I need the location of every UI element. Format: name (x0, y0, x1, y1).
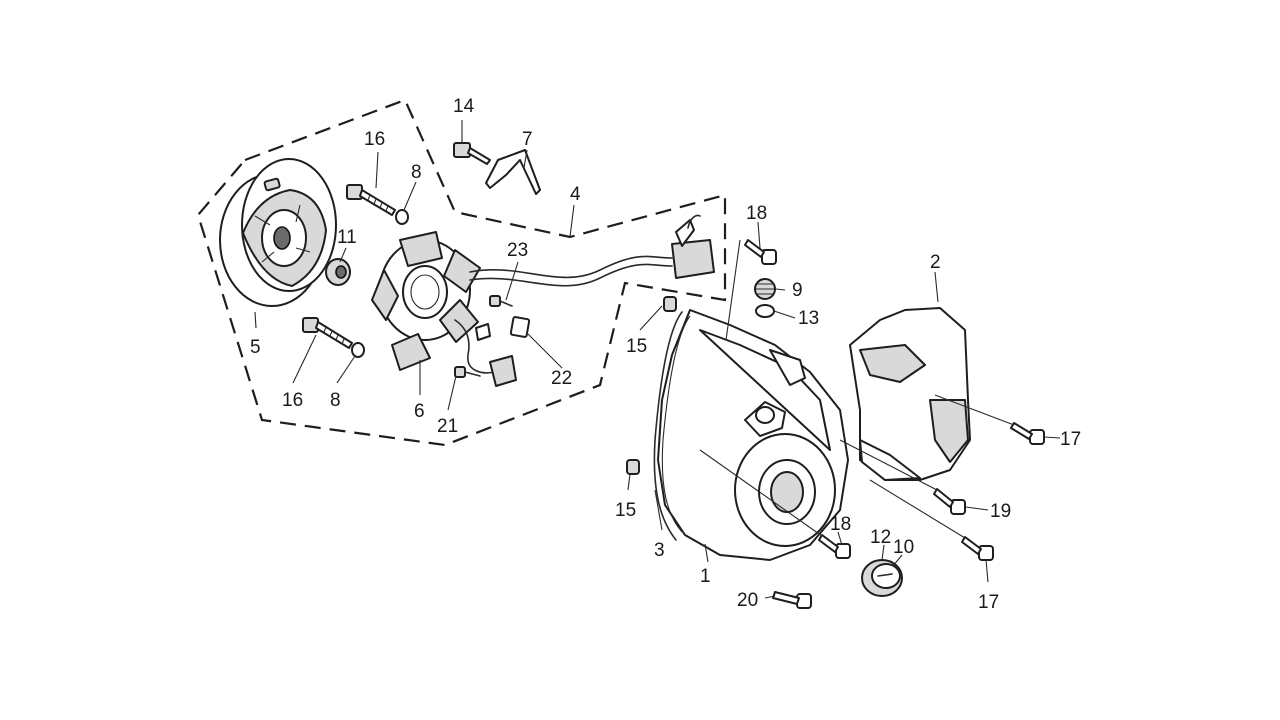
flywheel-rotor (219, 158, 337, 307)
callout-17-upper: 17 (1060, 429, 1081, 450)
washer-8-upper (395, 209, 409, 225)
gasket-3 (653, 311, 683, 541)
callout-11: 11 (337, 227, 357, 248)
o-ring-13 (755, 304, 775, 318)
pickup-sensor (475, 323, 517, 387)
leader-lines (254, 120, 1061, 599)
bolt-17-lower (961, 536, 994, 561)
wire-to-sensor (454, 319, 496, 374)
bolt-16-upper (346, 184, 396, 216)
wiring-harness (469, 255, 673, 279)
callout-16-lower: 16 (282, 390, 303, 411)
clamp-22 (509, 316, 531, 338)
callout-21: 21 (437, 416, 458, 437)
crankcase-cover-1 (657, 309, 849, 561)
callout-7: 7 (522, 129, 533, 150)
stator-6 (371, 231, 481, 371)
callout-14: 14 (453, 96, 475, 117)
outer-cover-2 (849, 307, 971, 481)
bolt-19 (933, 488, 966, 515)
bolt-18-upper (744, 239, 777, 265)
callout-1: 1 (700, 566, 711, 587)
callout-5: 5 (250, 337, 261, 358)
bolt-14 (453, 142, 491, 165)
callout-18-lower: 18 (830, 514, 851, 535)
callout-10: 10 (893, 537, 914, 558)
nut-11 (325, 258, 351, 286)
callout-labels: 14 7 16 8 4 11 23 5 16 8 6 21 22 18 9 13… (250, 96, 1081, 613)
bolt-18-lower (818, 534, 851, 559)
callout-20: 20 (737, 590, 758, 611)
bracket-7 (485, 149, 541, 195)
dowel-pin-15-upper (663, 296, 677, 312)
washer-8-lower (351, 342, 365, 358)
callout-18-upper: 18 (746, 203, 767, 224)
callout-8-upper: 8 (411, 162, 422, 183)
callout-15-upper: 15 (626, 336, 647, 357)
callout-9: 9 (792, 280, 803, 301)
screw-21 (454, 366, 481, 378)
wire-connector (671, 214, 715, 279)
callout-16-upper: 16 (364, 129, 385, 150)
callout-3: 3 (654, 540, 665, 561)
cap-10 (861, 559, 903, 597)
screw-23 (489, 295, 513, 307)
callout-8-lower: 8 (330, 390, 341, 411)
callout-13: 13 (798, 308, 819, 329)
callout-22: 22 (551, 368, 572, 389)
dowel-pin-15-lower (626, 459, 640, 475)
bolt-20 (772, 591, 812, 609)
callout-6: 6 (414, 401, 425, 422)
plug-9 (754, 278, 776, 300)
callout-17-lower: 17 (978, 592, 999, 613)
bolt-16-lower (302, 317, 353, 349)
callout-15-lower: 15 (615, 500, 636, 521)
callout-4: 4 (570, 184, 581, 205)
callout-12: 12 (870, 527, 891, 548)
bolt-17-upper (1010, 422, 1045, 445)
callout-19: 19 (990, 501, 1011, 522)
callout-23: 23 (507, 240, 528, 261)
assembly-boundary (196, 98, 727, 447)
callout-2: 2 (930, 252, 941, 273)
